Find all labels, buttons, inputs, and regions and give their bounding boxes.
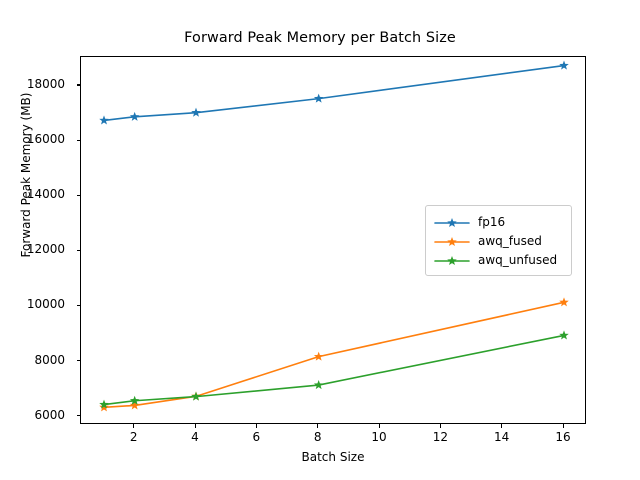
- data-point-marker: [191, 391, 201, 401]
- data-point-marker: [559, 60, 569, 70]
- plot-area: [80, 56, 586, 424]
- legend-item-awq_fused[interactable]: awq_fused: [434, 231, 563, 250]
- data-point-marker: [313, 351, 324, 361]
- x-tick-label: 10: [371, 430, 387, 444]
- x-tick-mark: [378, 424, 380, 428]
- data-point-marker: [129, 395, 140, 405]
- series-awq_unfused: [99, 330, 569, 409]
- y-tick-label: 6000: [34, 407, 65, 422]
- x-tick-label: 16: [555, 430, 571, 444]
- x-tick-label: 2: [129, 430, 138, 444]
- y-tick-mark: [76, 194, 80, 196]
- series-awq_fused: [99, 297, 569, 412]
- x-tick-mark: [439, 424, 441, 428]
- y-tick-label: 18000: [26, 76, 65, 91]
- chart-title: Forward Peak Memory per Batch Size: [184, 30, 456, 46]
- x-tick-label: 4: [191, 430, 199, 444]
- data-point-marker: [559, 330, 569, 340]
- series-line: [103, 334, 565, 406]
- y-tick-label: 8000: [34, 352, 65, 367]
- x-tick-mark: [317, 424, 319, 428]
- legend-swatch-icon: [434, 253, 470, 267]
- x-tick-mark: [194, 424, 196, 428]
- data-point-marker: [313, 380, 324, 390]
- x-tick-mark: [255, 424, 257, 428]
- legend-swatch-icon: [434, 215, 470, 229]
- legend-item-fp16[interactable]: fp16: [434, 212, 563, 231]
- series-fp16: [99, 60, 569, 125]
- data-point-marker: [99, 402, 109, 412]
- y-tick-label: 12000: [26, 242, 65, 257]
- data-point-marker: [129, 400, 140, 410]
- series-line: [103, 64, 565, 122]
- x-axis-label: Batch Size: [301, 450, 365, 464]
- x-tick-mark: [562, 424, 564, 428]
- x-tick-label: 8: [313, 430, 322, 444]
- legend-swatch-icon: [434, 234, 470, 248]
- x-tick-label: 14: [494, 430, 510, 444]
- legend-label: awq_fused: [478, 233, 542, 248]
- x-tick-mark: [133, 424, 135, 428]
- data-point-marker: [313, 93, 324, 103]
- x-tick-label: 6: [252, 430, 261, 444]
- legend: fp16 awq_fused awq_unfused: [425, 205, 572, 276]
- y-tick-label: 10000: [26, 297, 65, 312]
- y-tick-mark: [76, 360, 80, 362]
- y-tick-label: 14000: [26, 187, 65, 202]
- y-tick-mark: [76, 139, 80, 141]
- legend-label: fp16: [478, 214, 506, 229]
- legend-label: awq_unfused: [478, 252, 558, 267]
- plot-lines: [99, 60, 569, 412]
- data-point-marker: [559, 297, 569, 307]
- data-point-marker: [191, 107, 201, 117]
- y-tick-mark: [76, 415, 80, 417]
- y-tick-label: 16000: [26, 132, 65, 147]
- data-point-marker: [99, 399, 109, 409]
- series-line: [103, 301, 565, 409]
- legend-item-awq_unfused[interactable]: awq_unfused: [434, 250, 563, 269]
- y-tick-mark: [76, 249, 80, 251]
- x-tick-mark: [501, 424, 503, 428]
- y-tick-mark: [76, 84, 80, 86]
- data-point-marker: [99, 115, 109, 125]
- x-tick-label: 12: [432, 430, 448, 444]
- data-point-marker: [129, 111, 140, 121]
- y-tick-mark: [76, 304, 80, 307]
